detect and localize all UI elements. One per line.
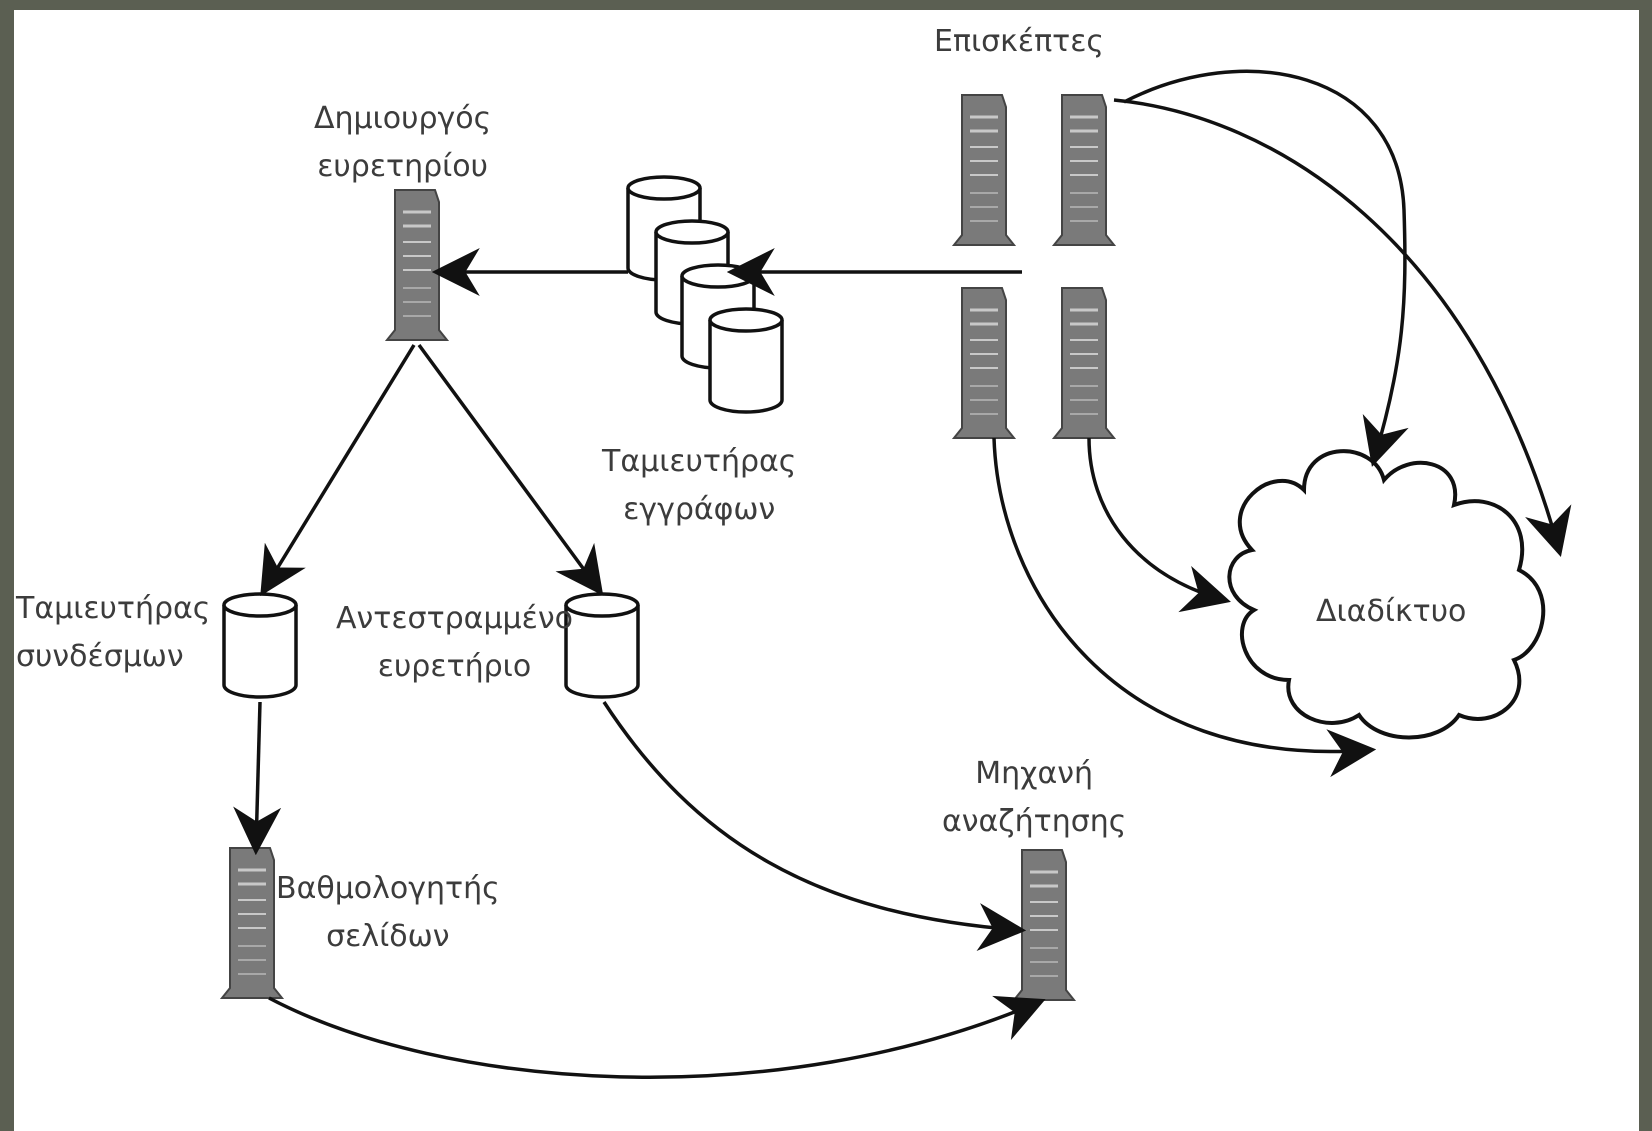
index-builder-label: Δημιουργός ευρετηρίου xyxy=(314,101,492,184)
arrow-page-ranker-to-search-engine xyxy=(268,995,1046,1079)
arrow-visitors-to-internet-2 xyxy=(1113,98,1572,557)
visitor-server-icon-1 xyxy=(952,93,1016,247)
architecture-diagram xyxy=(220,69,1572,1079)
internet-cloud-icon xyxy=(1227,449,1546,740)
visitor-server-icon-2 xyxy=(1052,93,1116,247)
document-store-label: Ταμιευτήρας εγγράφων xyxy=(602,444,797,527)
visitors-label: Επισκέπτες xyxy=(934,24,1105,59)
arrow-inverted-index-to-search-engine xyxy=(602,701,1027,951)
arrow-link-store-to-page-ranker xyxy=(233,701,282,856)
visitor-server-icon-4 xyxy=(1052,286,1116,440)
arrow-visitors-to-internet-3 xyxy=(1087,437,1231,613)
inverted-index-label: Αντεστραμμένο ευρετήριο xyxy=(336,601,573,684)
arrow-visitors-to-internet-1 xyxy=(1123,69,1409,467)
search-engine-server-icon xyxy=(1012,848,1076,1002)
arrow-index-builder-to-inverted-index xyxy=(417,343,604,596)
document-store-database-icon xyxy=(626,175,784,414)
visitor-server-icon-3 xyxy=(952,286,1016,440)
search-engine-label: Μηχανή αναζήτησης xyxy=(942,756,1127,839)
diagram-canvas: Επισκέπτες Δημιουργός ευρετηρίου Ταμιευτ… xyxy=(14,10,1639,1131)
page-ranker-server-icon xyxy=(220,846,284,1000)
arrow-index-builder-to-link-store xyxy=(260,344,416,597)
index-builder-server-icon xyxy=(385,188,449,342)
inverted-index-database-icon xyxy=(564,592,640,699)
internet-label: Διαδίκτυο xyxy=(1316,594,1467,629)
link-store-label: Ταμιευτήρας συνδέσμων xyxy=(16,591,211,674)
page-ranker-label: Βαθμολογητής σελίδων xyxy=(276,871,500,954)
arrow-visitors-to-internet-4 xyxy=(992,437,1377,778)
link-store-database-icon xyxy=(222,592,298,699)
